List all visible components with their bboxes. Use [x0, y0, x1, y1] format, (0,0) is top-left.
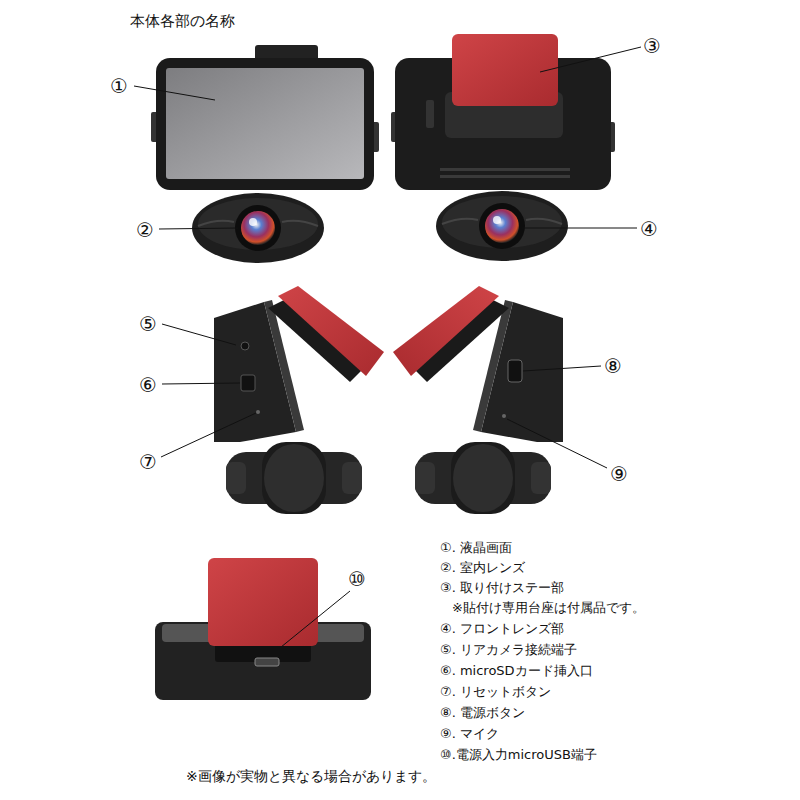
- part-name: ⑧. 電源ボタン: [440, 705, 525, 721]
- callout-number: ⑧: [604, 354, 622, 378]
- callout-number: ⑦: [139, 450, 157, 474]
- part-name: ①. 液晶画面: [440, 540, 512, 556]
- callout-number: ⑩: [348, 567, 366, 591]
- callout-number: ⑥: [139, 373, 157, 397]
- part-name: ②. 室内レンズ: [440, 560, 525, 576]
- part-name: ⑩.電源入力microUSB端子: [440, 747, 597, 763]
- part-name: ④. フロントレンズ部: [440, 621, 564, 637]
- part-name: ※貼付け専用台座は付属品です。: [452, 600, 645, 616]
- heading: 本体各部の名称: [130, 12, 235, 30]
- part-name: ⑥. microSDカード挿入口: [440, 663, 593, 679]
- part-name: ⑨. マイク: [440, 726, 499, 742]
- part-name: ③. 取り付けステー部: [440, 580, 564, 596]
- callout-number: ②: [136, 218, 154, 242]
- callout-number: ④: [640, 217, 658, 241]
- caption: ※画像が実物と異なる場合があります。: [186, 768, 436, 785]
- callout-number: ⑨: [610, 462, 628, 486]
- callout-number: ⑤: [139, 312, 157, 336]
- callout-number: ③: [643, 34, 661, 58]
- part-name: ⑤. リアカメラ接続端子: [440, 642, 577, 658]
- callout-number: ①: [110, 74, 128, 98]
- part-name: ⑦. リセットボタン: [440, 684, 551, 700]
